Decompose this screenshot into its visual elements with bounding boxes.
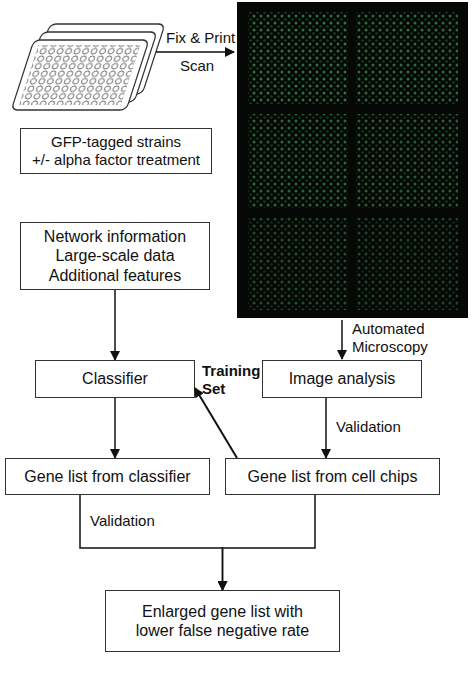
spot-block (248, 218, 348, 310)
box-text: Additional features (49, 266, 182, 285)
box-text: Gene list from cell chips (248, 467, 418, 486)
plate-wells (19, 45, 140, 105)
well-plate (11, 40, 149, 110)
process-box: GFP-tagged strains+/- alpha factor treat… (20, 128, 212, 174)
process-box: Image analysis (262, 360, 422, 398)
edge-label: Validation (90, 512, 155, 530)
box-text: Network information (44, 227, 186, 246)
spot-block (356, 114, 458, 208)
process-box: Network informationLarge-scale dataAddit… (20, 222, 210, 290)
spot-block (248, 114, 348, 208)
box-text: Enlarged gene list with lower false nega… (130, 602, 315, 640)
spot-block (248, 12, 348, 104)
box-text: Large-scale data (55, 246, 174, 265)
box-text: +/- alpha factor treatment (32, 151, 200, 169)
annotation-label: Scan (180, 57, 214, 75)
process-box: Classifier (35, 360, 195, 398)
flow-arrow (195, 388, 237, 458)
process-box: Gene list from cell chips (225, 458, 440, 495)
box-text: Gene list from classifier (24, 467, 190, 486)
spot-block (356, 218, 458, 310)
annotation-label: Fix & Print (166, 29, 235, 47)
box-text: Classifier (82, 369, 148, 388)
box-text: Image analysis (289, 369, 396, 388)
flow-arrow (114, 398, 116, 458)
flow-arrow (325, 398, 327, 458)
annotation-label: Automated Microscopy (352, 320, 447, 356)
box-text: GFP-tagged strains (51, 133, 181, 151)
process-arrow (341, 320, 343, 359)
process-box: Enlarged gene list with lower false nega… (105, 590, 340, 652)
plate-outline (11, 40, 149, 110)
spot-block (356, 12, 458, 104)
flow-arrow (223, 495, 316, 590)
flow-arrow (114, 290, 116, 360)
edge-label: Training Set (202, 362, 268, 398)
process-arrow (156, 51, 234, 53)
flow-arrow (80, 495, 223, 590)
edge-label: Validation (336, 418, 401, 436)
cell-chip-image (237, 2, 468, 318)
process-box: Gene list from classifier (5, 458, 210, 495)
